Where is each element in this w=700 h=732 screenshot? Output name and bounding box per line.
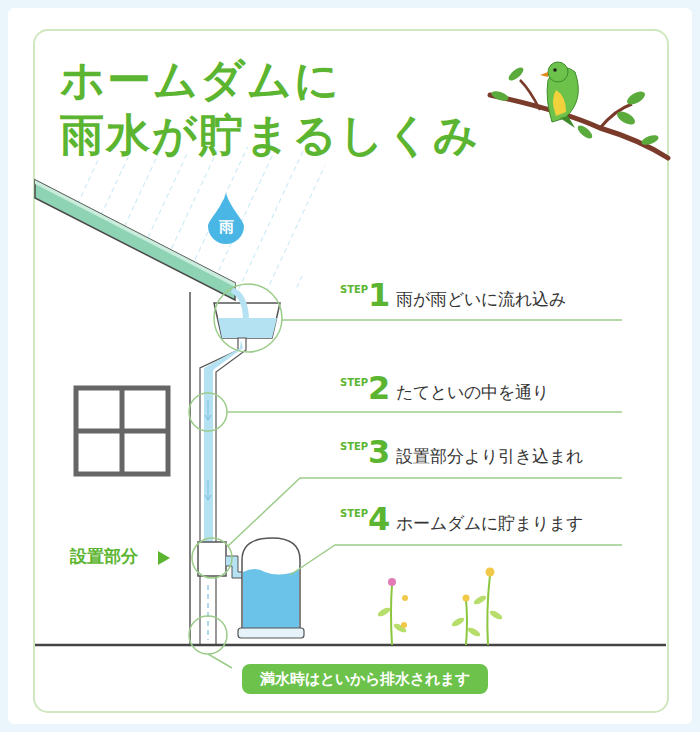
step-number: 3: [368, 433, 390, 471]
title: ホームダムに 雨水が貯まるしくみ: [60, 52, 490, 162]
overflow-band: 満水時はといから排水されます: [242, 664, 488, 694]
step-tag: STEP: [340, 508, 368, 520]
step-text: ホームダムに貯まります: [396, 513, 583, 533]
step-number: 1: [368, 276, 390, 314]
step-tag: STEP: [340, 441, 368, 453]
part-label: 設置部分: [70, 546, 138, 566]
step-tag: STEP: [340, 284, 368, 296]
step-tag: STEP: [340, 377, 368, 389]
node-text: 満水時はといから排水されます: [260, 670, 470, 688]
node-text: 雨: [207, 218, 245, 236]
step-text: 設置部分より引き込まれ: [396, 446, 583, 466]
step-number: 2: [368, 369, 390, 407]
step-text: たてといの中を通り: [396, 382, 549, 402]
rain-drop: 雨: [207, 192, 245, 244]
drop-outline: [208, 193, 244, 244]
step-number: 4: [368, 500, 390, 538]
step-text: 雨が雨どいに流れ込み: [396, 289, 566, 309]
